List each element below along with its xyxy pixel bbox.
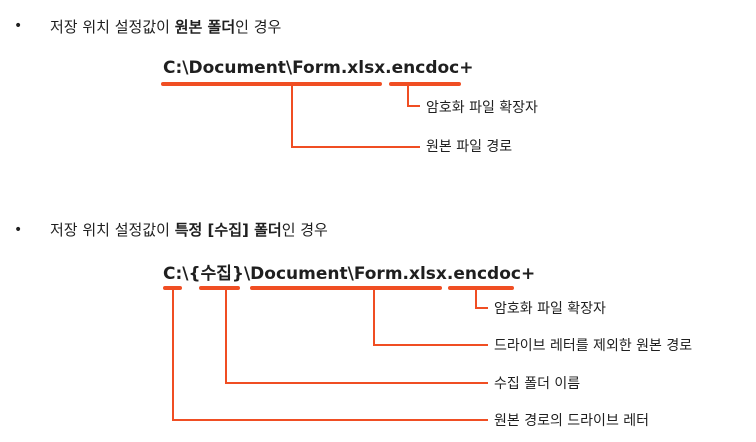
connector-original-path (291, 84, 420, 148)
connectors-section1 (161, 82, 461, 148)
heading-bold-text: 원본 폴더 (174, 18, 236, 36)
heading-text: 인 경우 (235, 18, 282, 36)
label-drive-letter: 원본 경로의 드라이브 레터 (494, 413, 650, 429)
bullet: • (14, 222, 23, 238)
label-collect-folder: 수집 폴더 이름 (494, 376, 581, 392)
connector-drive-letter (172, 288, 488, 421)
section-heading: 저장 위치 설정값이 특정 [수집] 폴더인 경우 (50, 219, 328, 240)
file-path-collect: C:\{수집}\Document\Form.xlsx.encdoc+ (163, 264, 536, 284)
heading-text: 인 경우 (281, 221, 328, 239)
connectors-section2 (163, 286, 514, 421)
connector-extension (407, 84, 420, 107)
file-path-original: C:\Document\Form.xlsx.encdoc+ (163, 58, 474, 78)
heading-text: 저장 위치 설정값이 (50, 18, 175, 36)
heading-bold-text: 특정 [수집] 폴더 (174, 221, 282, 239)
label-original-path: 원본 파일 경로 (426, 139, 513, 155)
label-extension: 암호화 파일 확장자 (494, 301, 606, 317)
heading-text: 저장 위치 설정값이 (50, 221, 175, 239)
label-extension: 암호화 파일 확장자 (426, 100, 538, 116)
label-path-without-drive: 드라이브 레터를 제외한 원본 경로 (494, 338, 693, 354)
section-heading: 저장 위치 설정값이 원본 폴더인 경우 (50, 16, 281, 37)
bullet: • (14, 18, 23, 34)
connector-extension (475, 288, 488, 309)
connector-collect-folder (225, 288, 488, 384)
connector-path-without-drive (373, 288, 488, 346)
